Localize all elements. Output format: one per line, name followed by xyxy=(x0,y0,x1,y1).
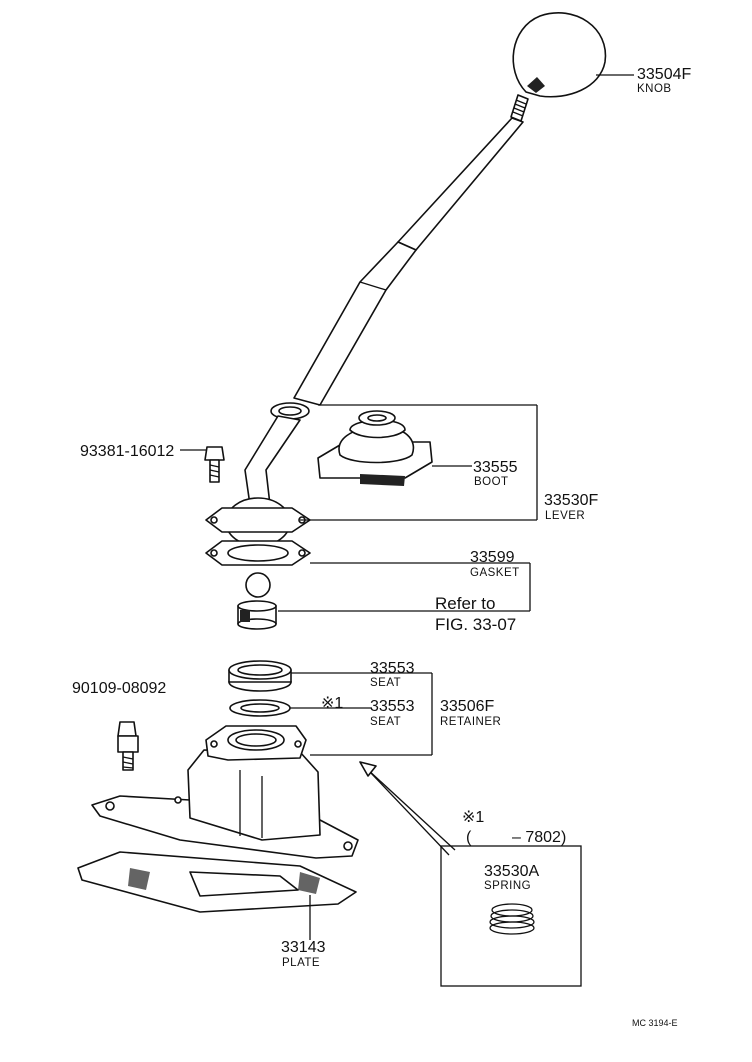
plate-name: PLATE xyxy=(282,957,320,969)
seat-upper-number: 33553 xyxy=(370,660,415,677)
spring-name: SPRING xyxy=(484,880,531,892)
bolt2-number: 90109-08092 xyxy=(72,680,166,697)
inset-mark: ※1 xyxy=(462,809,484,826)
retainer-number: 33506F xyxy=(440,698,494,715)
boot-number: 33555 xyxy=(473,459,518,476)
bushing-drawing xyxy=(237,600,277,630)
knob-drawing xyxy=(512,12,607,98)
gasket-name: GASKET xyxy=(470,567,520,579)
plate-drawing xyxy=(77,851,357,913)
knob-name: KNOB xyxy=(637,83,672,95)
bolt2-drawing xyxy=(117,721,139,771)
refer-line1: Refer to xyxy=(435,594,495,613)
spring-drawing xyxy=(489,903,535,935)
gasket-number: 33599 xyxy=(470,549,515,566)
seat-lower-drawing xyxy=(229,699,291,717)
bolt-drawing xyxy=(204,446,225,483)
plate-number: 33143 xyxy=(281,939,326,956)
seat-mark: ※1 xyxy=(321,695,343,712)
leader-lines xyxy=(180,74,634,987)
lever-number: 33530F xyxy=(544,492,598,509)
bolt-number: 93381-16012 xyxy=(80,443,174,460)
gasket-drawing xyxy=(205,540,311,566)
labels: 33504F KNOB 93381-16012 33555 BOOT 33530… xyxy=(72,66,691,1028)
seat-lower-number: 33553 xyxy=(370,698,415,715)
knob-number: 33504F xyxy=(637,66,691,83)
lever-name: LEVER xyxy=(545,510,585,522)
lever-drawing xyxy=(205,94,529,598)
seat-upper-drawing xyxy=(228,660,292,692)
refer-line2: FIG. 33-07 xyxy=(435,615,516,634)
spring-number: 33530A xyxy=(484,863,539,880)
inset-paren: ( xyxy=(466,829,472,846)
retainer-drawing xyxy=(91,725,359,859)
boot-drawing xyxy=(317,410,433,486)
seat-upper-name: SEAT xyxy=(370,677,401,689)
retainer-name: RETAINER xyxy=(440,716,501,728)
inset-range: – 7802) xyxy=(512,829,566,846)
boot-name: BOOT xyxy=(474,476,509,488)
figure-code: MC 3194-E xyxy=(632,1018,678,1028)
seat-lower-name: SEAT xyxy=(370,716,401,728)
